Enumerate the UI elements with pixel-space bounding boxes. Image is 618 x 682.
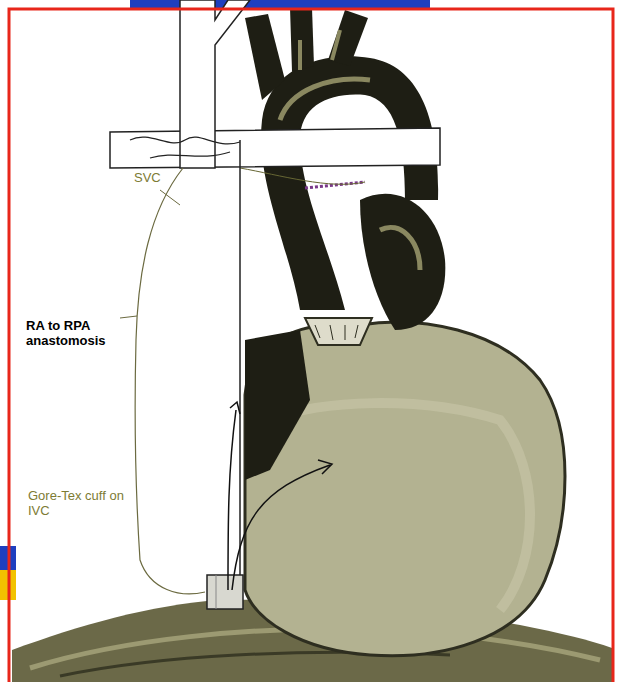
aorta-shading — [280, 79, 370, 120]
pulmonary-artery — [110, 128, 440, 168]
atrial-wall — [239, 140, 241, 598]
heart-shading — [245, 330, 310, 480]
aorta-shading — [300, 30, 340, 70]
cuff-label: Gore-Tex cuff on IVC — [28, 488, 126, 518]
right-atrium-outline — [135, 168, 205, 594]
leader-line — [120, 316, 137, 318]
slide-bar — [130, 0, 430, 8]
heart-shading — [270, 403, 530, 610]
auricle-shading — [380, 227, 420, 270]
vessel-label: SVC — [134, 170, 194, 185]
arrow-head — [230, 402, 240, 414]
valve-marks — [315, 325, 358, 340]
arrow-head — [318, 460, 332, 474]
vessel-outline — [150, 152, 230, 158]
flow-arrow — [232, 465, 330, 590]
right-auricle — [360, 194, 445, 330]
anastomosis-label: RA to RPA anastomosis — [26, 318, 118, 348]
vessel-outline — [240, 168, 365, 184]
heart — [245, 322, 565, 656]
gore-tex-cuff — [207, 575, 243, 609]
aortic-branch — [245, 14, 285, 100]
leader-line — [160, 190, 180, 205]
slide-frame — [9, 9, 613, 682]
flow-arrow — [228, 410, 236, 590]
pulmonary-stump — [305, 318, 372, 345]
vessel-outline — [130, 137, 240, 144]
suture-line — [305, 182, 365, 188]
cuff-shading — [216, 575, 217, 609]
